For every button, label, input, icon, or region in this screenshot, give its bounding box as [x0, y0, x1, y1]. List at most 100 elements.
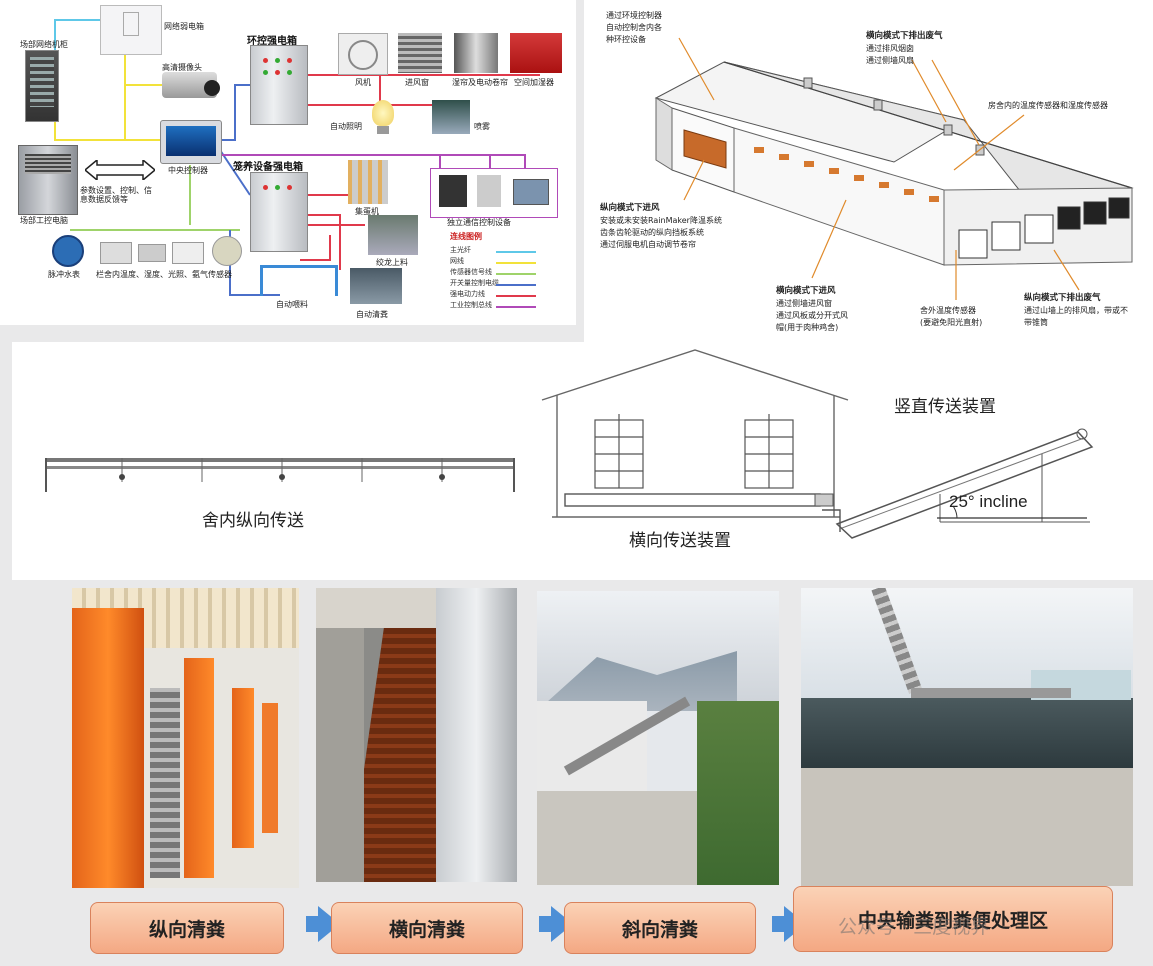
- legend-swatch: [496, 306, 536, 308]
- ann-line: 帽(用于肉种鸡舍): [776, 322, 839, 332]
- photo-central-conveyor: [801, 588, 1133, 886]
- step-incline: 斜向清粪: [564, 902, 756, 954]
- ann-long-inlet: 纵向模式下进风 安装或未安装RainMaker降温系统 齿条齿轮驱动的纵向挡板系…: [600, 202, 722, 251]
- camera-label: 高清摄像头: [162, 63, 202, 72]
- humidifier-label: 空间加湿器: [514, 78, 554, 87]
- legend-item-label: 传感器信号线: [450, 268, 492, 276]
- switch-cabinet-label: 场部网络机柜: [20, 40, 68, 49]
- ann-title: 纵向模式下进风: [600, 203, 660, 213]
- cage-equipment-box-icon: [250, 172, 308, 252]
- light-bulb-base-icon: [377, 126, 389, 134]
- ann-line: 舍外温度传感器: [920, 306, 976, 315]
- step-longitudinal: 纵向清粪: [90, 902, 284, 954]
- ann-line: 通过排风烟囱: [866, 43, 914, 53]
- independent-device-label: 独立通信控制设备: [447, 218, 511, 227]
- ann-line: 自动控制舍内各: [606, 23, 662, 32]
- independent-device-frame: [430, 168, 558, 218]
- incline-label: 25° incline: [949, 492, 1028, 511]
- double-arrow-icon: [83, 158, 157, 182]
- cross-conveyor-label: 横向传送装置: [629, 531, 731, 551]
- camera-lens-icon: [204, 80, 220, 96]
- industrial-pc-label: 场部工控电脑: [20, 216, 68, 225]
- ann-line: 带锥筒: [1024, 317, 1048, 327]
- ann-line: 通过风板或分开式风: [776, 310, 848, 320]
- central-controller-icon: [160, 120, 222, 164]
- auto-clean-icon: [350, 268, 402, 304]
- control-wiring-diagram: 场部网络机柜 网络弱电箱 高清摄像头 环控强电箱 风机 进风窗 湿帘及电动卷帘 …: [0, 0, 576, 325]
- ann-long-exhaust: 纵向模式下排出废气 通过山墙上的排风扇，带或不 带锥筒: [1024, 292, 1128, 329]
- ann-line: 通过山墙上的排风扇，带或不: [1024, 305, 1128, 315]
- light-bulb-icon: [372, 100, 394, 126]
- watermark: 公众号 · 三度视界: [838, 916, 990, 938]
- ann-indoor-sensor: 房舍内的温度传感器和湿度传感器: [988, 101, 1108, 110]
- ann-side-exhaust: 横向模式下排出废气 通过排风烟囱 通过侧墙风扇: [866, 30, 943, 67]
- auto-feed-label: 自动喂料: [276, 300, 308, 309]
- ann-line: 通过侧墙风扇: [866, 55, 914, 65]
- network-box-label: 网络弱电箱: [164, 22, 204, 31]
- step-central: 中央输粪到粪便处理区: [793, 886, 1113, 952]
- lighting-label: 自动照明: [330, 122, 362, 131]
- air-inlet-icon: [398, 33, 442, 73]
- ann-line: (要避免阳光直射): [920, 318, 983, 327]
- ann-outdoor-sensor: 舍外温度传感器 (要避免阳光直射): [920, 305, 982, 329]
- legend-title: 连线图例: [450, 232, 482, 241]
- photo-longitudinal-clean: [72, 588, 299, 888]
- step-transverse: 横向清粪: [331, 902, 523, 954]
- spray-icon: [432, 100, 470, 134]
- legend-swatch: [496, 295, 536, 297]
- conveyor-diagram: 舍内纵向传送 横向传送装置 竖直传送装置 25° incline: [12, 342, 1153, 580]
- sensor-2-icon: [138, 244, 166, 262]
- network-box-icon: [100, 5, 162, 55]
- water-meter-label: 脉冲水表: [48, 270, 80, 279]
- industrial-pc-icon: [18, 145, 78, 215]
- ann-env-controller: 通过环境控制器 自动控制舍内各 种环控设备: [606, 10, 662, 46]
- switch-cabinet-icon: [25, 50, 59, 122]
- fan-icon: [338, 33, 388, 75]
- ann-line: 种环控设备: [606, 35, 646, 44]
- params-note: 参数设置、控制、信息数据反馈等: [80, 186, 152, 205]
- sensor-1-icon: [100, 242, 132, 264]
- cage-equipment-box-label: 笼养设备强电箱: [233, 162, 303, 173]
- conveyor-drawing: [45, 349, 1094, 539]
- legend-item-label: 强电动力线: [450, 290, 485, 298]
- legend-swatch: [496, 273, 536, 275]
- air-inlet-label: 进风窗: [405, 78, 429, 87]
- curtain-label: 湿帘及电动卷帘: [452, 78, 508, 87]
- long-conveyor-label: 舍内纵向传送: [202, 511, 304, 531]
- auto-feed-icon: [260, 265, 338, 296]
- water-meter-icon: [52, 235, 84, 267]
- photo-transverse-clean: [316, 588, 517, 882]
- ann-title: 横向模式下排出废气: [866, 31, 943, 41]
- fan-label: 风机: [355, 78, 371, 87]
- sensor-3-icon: [172, 242, 204, 264]
- legend: 连线图例 主光纤 网线 传感器信号线 开关量控制电缆 强电动力线 工业控制总线: [448, 232, 568, 318]
- poultry-house-drawing: [654, 37, 1134, 300]
- ann-line: 通过侧墙进风窗: [776, 298, 832, 308]
- sensors-label: 栏舍内温度、湿度、光照、氨气传感器: [96, 270, 232, 279]
- egg-collector-icon: [348, 160, 388, 204]
- ann-title: 纵向模式下排出废气: [1024, 293, 1101, 303]
- vertical-conveyor-label: 竖直传送装置: [894, 397, 996, 417]
- legend-swatch: [496, 262, 536, 264]
- ann-side-inlet: 横向模式下进风 通过侧墙进风窗 通过风板或分开式风 帽(用于肉种鸡舍): [776, 285, 848, 334]
- auger-label: 绞龙上料: [376, 258, 408, 267]
- ann-line: 齿条齿轮驱动的纵向挡板系统: [600, 227, 704, 237]
- spray-label: 喷雾: [474, 122, 490, 131]
- env-control-box-label: 环控强电箱: [247, 36, 297, 47]
- legend-swatch: [496, 284, 536, 286]
- legend-swatch: [496, 251, 536, 253]
- env-control-box-icon: [250, 45, 308, 125]
- legend-item-label: 网线: [450, 257, 464, 265]
- sensor-4-icon: [212, 236, 242, 266]
- humidifier-icon: [510, 33, 562, 73]
- legend-item-label: 工业控制总线: [450, 301, 492, 309]
- legend-item-label: 开关量控制电缆: [450, 279, 499, 287]
- auto-clean-label: 自动清粪: [356, 310, 388, 319]
- photo-incline-clean: [537, 591, 779, 885]
- curtain-icon: [454, 33, 498, 73]
- auger-icon: [368, 215, 418, 255]
- ann-line: 通过伺服电机自动调节卷帘: [600, 239, 696, 249]
- egg-collector-label: 集蛋机: [355, 207, 379, 216]
- central-controller-label: 中央控制器: [168, 166, 208, 175]
- ann-line: 安装或未安装RainMaker降温系统: [600, 215, 722, 225]
